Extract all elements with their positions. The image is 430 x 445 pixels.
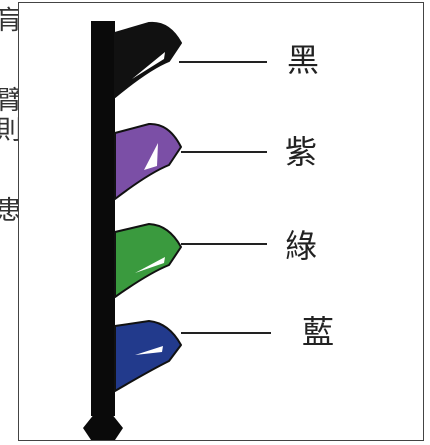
cropped-left-text: 肓 臂 則 患 xyxy=(0,0,20,445)
flag-tick xyxy=(135,346,163,355)
flag-black xyxy=(114,21,267,98)
left-text-char: 臂 xyxy=(0,86,20,116)
label-green: 綠 xyxy=(285,227,318,265)
mast-base xyxy=(83,403,123,440)
flag-blue xyxy=(114,320,271,392)
flag-body xyxy=(114,223,182,298)
left-text-char: 則 xyxy=(0,116,20,146)
flag-green xyxy=(114,223,267,298)
flag-body xyxy=(114,21,182,98)
flag-tick xyxy=(135,257,165,273)
left-text-char: 肓 xyxy=(0,6,20,36)
flag-body xyxy=(114,320,182,392)
signal-mast-diagram xyxy=(83,21,271,440)
left-text-char: 患 xyxy=(0,196,20,226)
flag-body xyxy=(114,122,182,200)
flag-purple xyxy=(114,122,267,200)
label-purple: 紫 xyxy=(285,133,318,171)
label-blue: 藍 xyxy=(302,313,335,351)
mast-pole xyxy=(91,21,115,416)
flag-tick xyxy=(132,52,165,79)
flag-tick xyxy=(144,143,158,170)
diagram-frame: 黑 紫 綠 藍 xyxy=(18,2,424,441)
label-black: 黑 xyxy=(287,41,320,79)
